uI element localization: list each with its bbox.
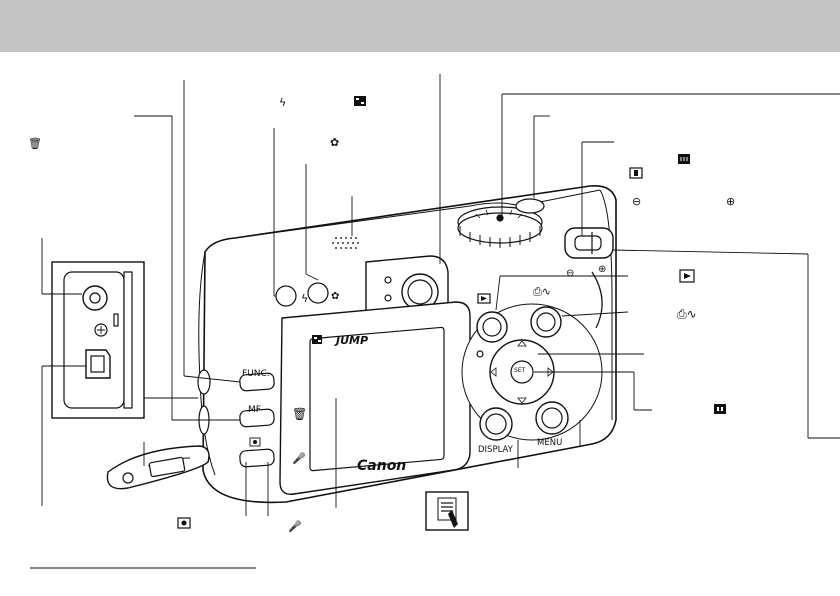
- print-share-icon: ⎙∿: [677, 307, 697, 321]
- print-share-icon: ⎙∿: [533, 285, 551, 298]
- speaker-grille: [332, 237, 359, 249]
- func-button[interactable]: [239, 372, 275, 392]
- set-button[interactable]: [510, 360, 534, 384]
- page-header-band: [0, 0, 840, 52]
- menu-button-label: MENU: [537, 438, 562, 448]
- display-button-label: DISPLAY: [478, 445, 514, 455]
- set-button-label: SET: [514, 367, 526, 374]
- delete-icon: 🗑: [28, 137, 42, 150]
- flash-icon: ϟ: [279, 96, 286, 109]
- macro-icon: ✿: [330, 136, 339, 149]
- zoom-out-icon: ⊖: [566, 268, 574, 279]
- single-image-icon: [714, 404, 726, 414]
- zoom-lever[interactable]: [564, 227, 614, 259]
- light-metering-icon: [177, 517, 191, 529]
- strap-mount: [197, 369, 211, 395]
- note-icon: [425, 491, 469, 531]
- zoom-in-icon: ⊕: [726, 195, 735, 208]
- wide-angle-icon: [678, 154, 690, 164]
- zoom-out-icon: ⊖: [632, 195, 641, 208]
- light-metering-button[interactable]: [239, 448, 275, 468]
- tele-icon: [629, 167, 643, 179]
- leader-lines: [41, 74, 840, 516]
- control-panel: ⎙∿ ⊖ ⊕ SET DISPLAY MENU: [461, 264, 606, 455]
- microphone-icon-lcd: 🎤: [292, 451, 306, 465]
- playback-icon: [679, 269, 695, 283]
- mf-button-label: MF: [248, 405, 261, 415]
- func-button-label: FUNC.: [242, 369, 270, 379]
- zoom-arc: [591, 271, 603, 329]
- canon-logo: Canon: [357, 458, 406, 474]
- lcd-monitor: [279, 301, 471, 495]
- macro-icon: ✿: [331, 291, 339, 302]
- terminal-inset: [51, 261, 145, 419]
- zoom-in-icon: ⊕: [598, 264, 606, 275]
- flash-button[interactable]: [275, 285, 297, 307]
- jump-label: JUMP: [334, 334, 368, 347]
- microphone-icon: 🎤: [288, 519, 302, 533]
- mf-button[interactable]: [239, 408, 275, 428]
- delete-icon-lcd: 🗑: [292, 407, 307, 421]
- shutter-button[interactable]: [515, 198, 545, 214]
- jump-grid-icon: [312, 335, 322, 344]
- flash-icon: ϟ: [301, 292, 308, 305]
- mode-dial[interactable]: [457, 206, 543, 248]
- jump-grid-icon: [354, 96, 366, 106]
- terminal-cover: [106, 445, 210, 490]
- macro-button[interactable]: [307, 282, 329, 304]
- indicator-lamp: [476, 350, 484, 358]
- side-buttons: FUNC. MF: [239, 369, 275, 468]
